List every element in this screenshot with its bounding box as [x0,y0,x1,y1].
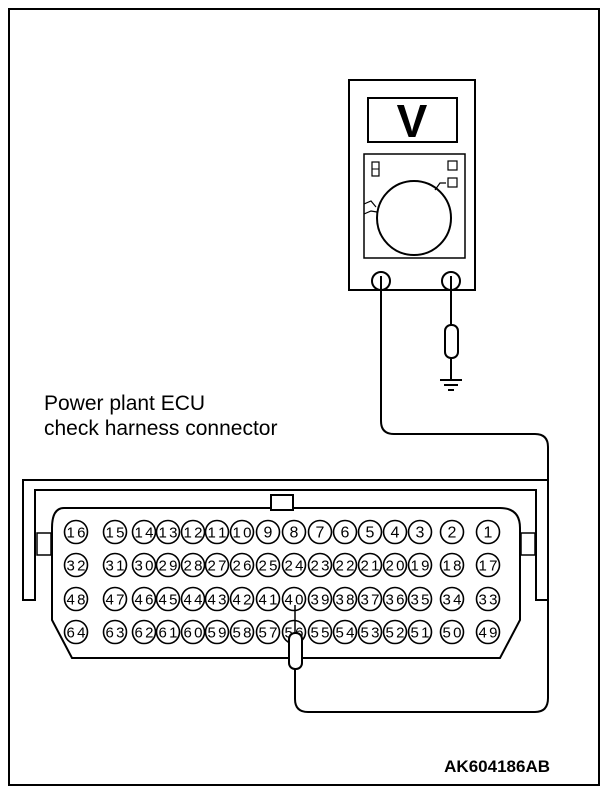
connector-pin [229,619,255,645]
connector-caption-line-2: check harness connector [44,417,278,440]
dial-range-tick-left-1 [363,200,377,208]
connector-pin [307,552,333,578]
connector-pin [102,552,128,578]
dial-range-tick-left-2 [363,210,378,215]
connector-pin [407,552,433,578]
multimeter: V [348,79,476,291]
connector-pin [131,619,157,645]
ground-lead [440,287,462,391]
connector-pin [439,586,465,612]
ground-symbol-icon [440,379,462,391]
test-probe-backprobe [288,605,303,670]
connector-pin [307,586,333,612]
connector-pin [382,586,408,612]
connector-pin [281,552,307,578]
connector-pin [180,586,206,612]
connector-pin [439,619,465,645]
connector-pin [204,552,230,578]
connector-pin [255,619,281,645]
connector-pin-label: 9 [264,525,273,542]
connector-pin [102,619,128,645]
connector-pin [439,552,465,578]
connector-pin [229,552,255,578]
connector-pin [255,586,281,612]
figure-frame [8,8,600,786]
connector-pin [155,552,181,578]
connector-pin-label: 5 [366,525,375,542]
voltage-symbol: V [397,95,428,147]
figure-id-label: AK604186AB [444,757,550,776]
connector-pin-label: 4 [391,525,400,542]
connector-pin [332,552,358,578]
connector-pin [180,519,206,545]
connector-pin-label: 7 [316,525,325,542]
connector-pin [255,552,281,578]
connector-caption-line-1: Power plant ECU [44,392,206,415]
dial-range-tick-right [434,182,446,191]
connector-pin-label: 3 [416,525,425,542]
connector-pin [357,519,383,545]
connector-pin-label: 1 [484,525,493,542]
connector-pin [155,519,181,545]
test-probe-handle [288,632,303,670]
connector-pin [357,586,383,612]
connector-pin [357,619,383,645]
connector-pin [63,619,89,645]
multimeter-display [367,97,458,143]
connector-pin [382,519,408,545]
panel-switch-right-bottom [447,177,458,188]
connector-pin [332,586,358,612]
connector-pin [63,519,89,545]
connector-pin [204,519,230,545]
connector-pin [155,619,181,645]
connector-pin [475,552,501,578]
connector-pin [281,586,307,612]
connector-pin [475,519,501,545]
rotary-selector-dial [376,180,452,256]
connector-pin-label: 8 [290,525,299,542]
connector-key-right [520,532,536,556]
connector-pin [255,519,281,545]
connector-pin [407,619,433,645]
panel-switch-right-top [447,160,458,171]
connector-pin [131,552,157,578]
connector-pin [332,519,358,545]
connector-pin [475,586,501,612]
connector-pin [63,586,89,612]
connector-pin [131,586,157,612]
connector-pin [102,519,128,545]
connector-pin [102,586,128,612]
connector-pin [281,519,307,545]
connector-pin [332,619,358,645]
connector-pin [307,519,333,545]
connector-pin [155,586,181,612]
connector-pin [407,519,433,545]
connector-pin [229,586,255,612]
connector-outer-housing [22,479,549,601]
connector-pin [180,619,206,645]
connector-pin-label: 2 [448,525,457,542]
connector-latch-tab [270,494,294,511]
connector-pin [204,586,230,612]
connector-pin [204,619,230,645]
connector-pin [307,619,333,645]
connector-pin [131,519,157,545]
connector-pin [180,552,206,578]
connector-pin [439,519,465,545]
connector-pin [357,552,383,578]
ground-probe-handle [444,324,459,359]
connector-pin [229,519,255,545]
connector-pin [63,552,89,578]
connector-pin-label: 6 [341,525,350,542]
connector-key-left [36,532,52,556]
connector-pin [475,619,501,645]
connector-pin [407,586,433,612]
connector-pin [382,552,408,578]
connector-pin [382,619,408,645]
